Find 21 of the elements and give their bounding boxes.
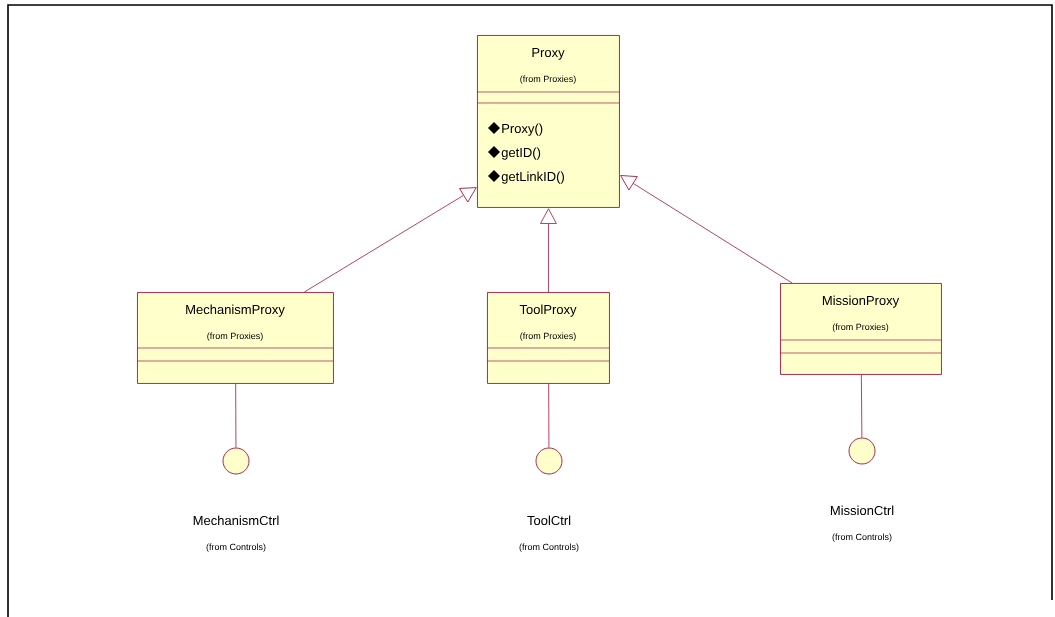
interface-circle bbox=[222, 447, 250, 475]
class-box: MissionProxy (from Proxies) bbox=[779, 283, 942, 375]
connector-line bbox=[860, 374, 863, 438]
package-note: (from Controls) bbox=[206, 543, 266, 552]
operation-text: getLinkID() bbox=[501, 171, 564, 184]
generalization-arrow bbox=[620, 175, 793, 284]
interface-name: MissionCtrl bbox=[830, 505, 894, 516]
interface-circle bbox=[535, 447, 563, 475]
operation-text: getID() bbox=[501, 147, 541, 160]
class-box: ToolProxy (from Proxies) bbox=[486, 292, 610, 384]
connector-line bbox=[548, 383, 550, 448]
interface-name: ToolCtrl bbox=[527, 515, 571, 526]
class-box: MechanismProxy (from Proxies) bbox=[136, 292, 334, 384]
package-note: (from Controls) bbox=[832, 533, 892, 542]
interface-circle bbox=[848, 437, 876, 465]
package-note: (from Controls) bbox=[519, 543, 579, 552]
interface-name: MechanismCtrl bbox=[193, 515, 279, 526]
operation-text: Proxy() bbox=[502, 123, 543, 136]
generalization-arrow bbox=[540, 208, 557, 293]
generalization-arrow bbox=[303, 187, 477, 293]
connector-line bbox=[235, 383, 237, 448]
